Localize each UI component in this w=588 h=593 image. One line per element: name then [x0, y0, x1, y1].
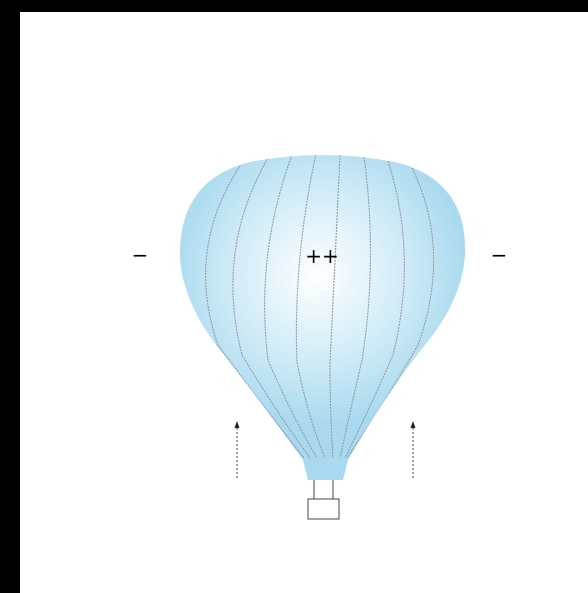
up-arrow-left [235, 421, 240, 478]
balloon-basket [308, 480, 339, 519]
balloon-envelope [180, 154, 465, 480]
up-arrow-right [411, 421, 416, 478]
balloon-skirt [303, 460, 348, 480]
left-outside-label: − [132, 243, 149, 267]
inside-pressure-label: ++ [305, 244, 339, 268]
right-outside-label: − [491, 243, 508, 267]
